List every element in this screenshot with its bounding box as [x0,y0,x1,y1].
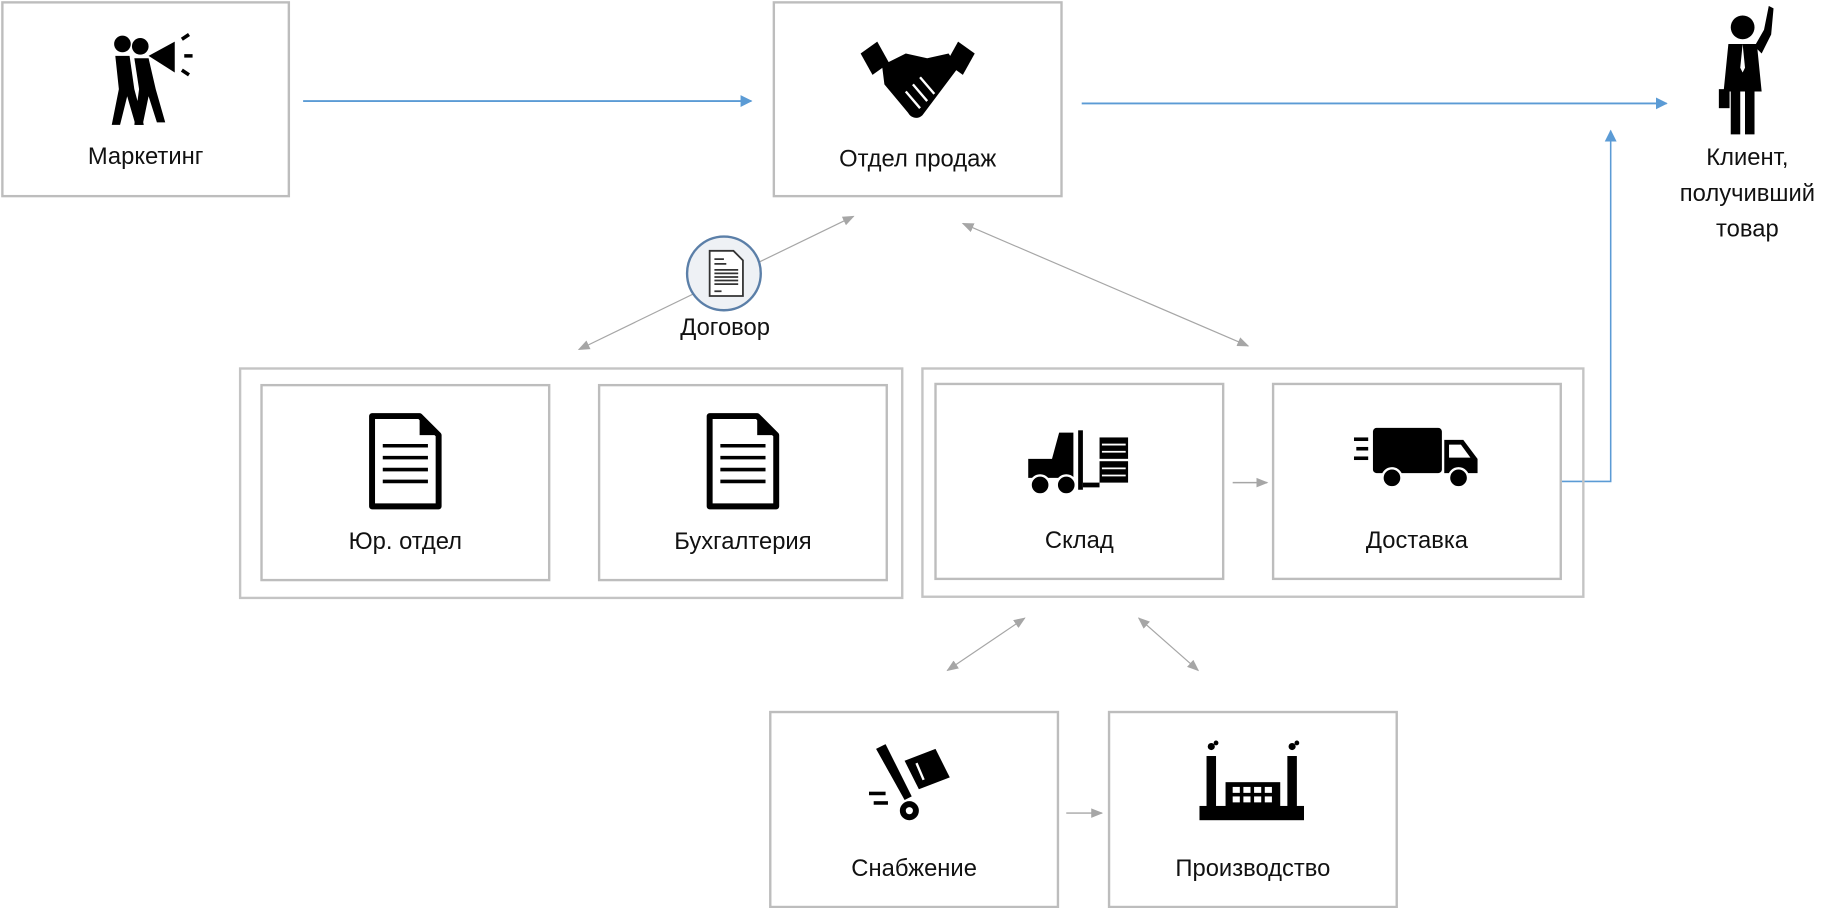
businessman-icon [1718,5,1774,135]
node-client-label: Клиент, получивший товар [1658,140,1836,247]
document-icon [706,413,780,510]
contract-badge[interactable] [685,235,762,312]
node-sales-label: Отдел продаж [839,146,997,173]
node-delivery-label: Доставка [1365,527,1468,554]
truck-icon [1353,427,1478,489]
node-warehouse[interactable]: Склад [934,382,1225,581]
node-supply[interactable]: Снабжение [769,710,1060,908]
forklift-icon [1028,430,1129,496]
contract-label: Договор [680,315,770,342]
node-warehouse-label: Склад [1044,527,1114,554]
arrow-warehouse-production [1137,617,1200,672]
node-delivery[interactable]: Доставка [1271,382,1562,581]
node-accounting-label: Бухгалтерия [674,528,812,556]
arrow-sales-warehouse [961,222,1250,347]
megaphone-people-icon [111,32,192,125]
node-legal-label: Юр. отдел [348,528,463,556]
node-accounting[interactable]: Бухгалтерия [597,383,888,582]
node-sales[interactable]: Отдел продаж [772,1,1063,198]
node-marketing[interactable]: Маркетинг [1,1,291,198]
node-supply-label: Снабжение [851,855,977,883]
group-legal-accounting [238,367,904,600]
document-icon [708,249,744,297]
node-legal[interactable]: Юр. отдел [260,383,551,582]
group-warehouse-delivery [921,367,1585,598]
handshake-icon [860,41,975,118]
node-marketing-label: Маркетинг [87,143,204,170]
client-label-line: Клиент, [1706,145,1789,172]
client-label-line: товар [1716,216,1779,243]
factory-icon [1199,740,1305,821]
client-label-line: получивший [1679,180,1816,207]
hand-truck-icon [868,744,950,821]
node-production-label: Производство [1175,855,1331,883]
document-icon [369,413,442,510]
arrow-warehouse-supply [946,617,1026,672]
node-production[interactable]: Производство [1107,710,1398,908]
